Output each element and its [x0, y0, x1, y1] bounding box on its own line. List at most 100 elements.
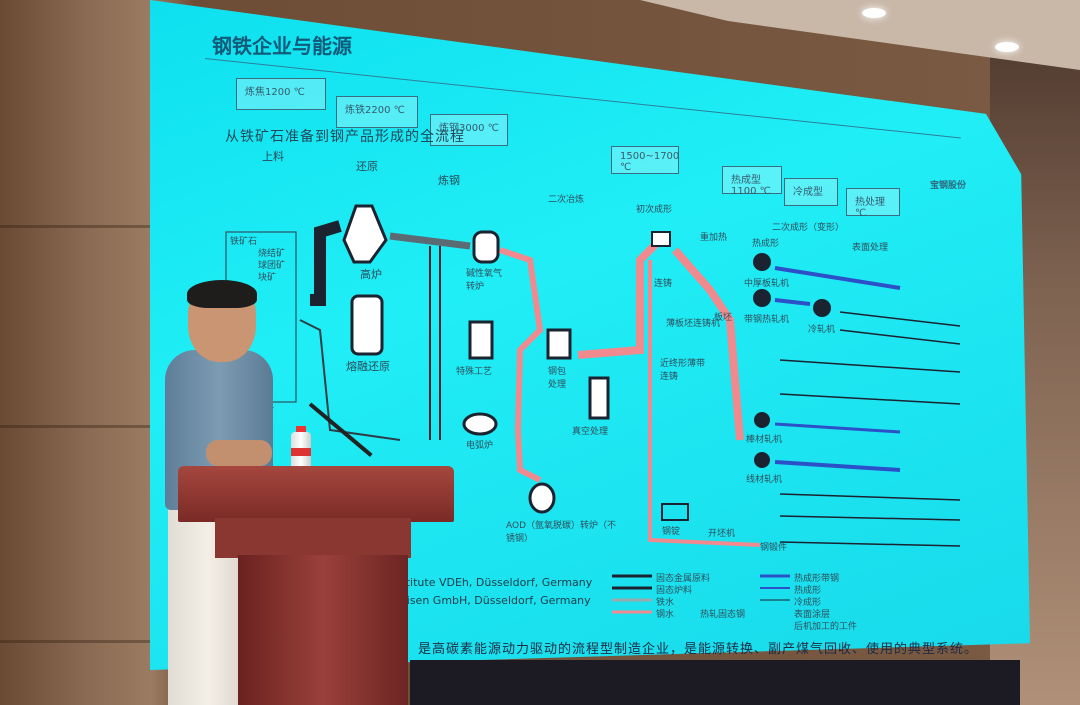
process-label: 高炉 [360, 268, 382, 281]
pink-flow [499, 247, 544, 483]
company-logo: 宝钢股份 [930, 181, 967, 191]
temp-box: 炼钢3000 ℃ [430, 114, 508, 146]
process-label: 真空处理 [572, 427, 609, 437]
dark-flow [310, 220, 342, 306]
temp-box: 炼铁2200 ℃ [336, 96, 418, 128]
stage-label: 二次成形（变形） [772, 223, 845, 233]
dark-flow [299, 319, 401, 441]
process-label: 线材轧机 [746, 475, 783, 485]
process-label: 特殊工艺 [456, 367, 493, 377]
slide-subtitle: 从铁矿石准备到钢产品形成的全流程 [225, 129, 465, 145]
bottle-cap [296, 426, 306, 434]
vacuum-vessel [588, 376, 610, 420]
process-label: 带钢热轧机 [744, 315, 790, 325]
legend-label: 铁水 [656, 598, 675, 608]
process-label: 开坯机 [708, 529, 736, 539]
ingot-mold [661, 503, 689, 521]
output-line [779, 493, 961, 501]
blue-flow [774, 422, 901, 434]
legend-label: 固态金属原料 [656, 574, 711, 584]
dark-flow [389, 232, 471, 250]
process-label: 碱性氧气转炉 [466, 269, 503, 292]
input-label: 块矿 [258, 273, 277, 283]
stage-floor [410, 660, 1020, 705]
temp-box: 炼焦1200 ℃ [236, 78, 326, 110]
ceiling-light [862, 8, 886, 18]
blast-furnace [342, 204, 388, 264]
blue-flow [774, 460, 901, 472]
process-label: AOD（氩氧脱碳）转炉（不锈钢） [506, 521, 617, 544]
legend-label: 固态炉料 [656, 586, 693, 596]
process-label: 中厚板轧机 [744, 279, 790, 289]
bof-converter [472, 230, 500, 264]
electric-arc-furnace [462, 412, 498, 436]
pink-flow [671, 247, 744, 441]
stage-label: 热成形 [752, 239, 780, 249]
legend-label: 热成形 [794, 586, 822, 596]
output-line [779, 541, 961, 547]
process-label: 连铸 [654, 279, 673, 289]
legend-label: 热轧固态钢 [700, 610, 746, 620]
legend-label: 后机加工的工件 [794, 622, 858, 632]
smelting-reduction [350, 294, 384, 356]
stage-label: 初次成形 [636, 205, 673, 215]
blue-flow [774, 266, 901, 290]
temp-box: 热处理 ℃ [846, 188, 900, 219]
stage-label: 还原 [356, 160, 378, 173]
plate-mill [753, 253, 771, 271]
process-label: 冷轧机 [808, 325, 836, 335]
podium-top [178, 466, 454, 522]
podium-body [238, 555, 408, 705]
input-label: 铁矿石 [230, 237, 258, 247]
slide-title: 钢铁企业与能源 [212, 34, 352, 58]
special-process [468, 320, 494, 360]
wire-mill [754, 452, 770, 468]
cold-mill [813, 299, 831, 317]
process-label: 钢锻件 [760, 543, 788, 553]
output-line [779, 515, 961, 521]
source-credit: stitute VDEh, Düsseldorf, Germany [400, 576, 593, 589]
slide-footer-text: 是高碳素能源动力驱动的流程型制造企业，是能源转换、副产煤气回收、使用的典型系统。 [418, 642, 979, 657]
output-line [839, 311, 961, 327]
process-label: 薄板坯连铸机 [666, 319, 721, 329]
blue-flow [774, 298, 811, 306]
bar-mill [754, 412, 770, 428]
process-label: 钢包处理 [548, 367, 567, 390]
process-label: 电弧炉 [466, 441, 494, 451]
wall-panel-seam [0, 425, 150, 428]
process-label: 钢锭 [662, 527, 681, 537]
process-label: 板坯 [714, 313, 733, 323]
output-line [779, 393, 961, 405]
process-label: 熔融还原 [346, 360, 390, 373]
stage-label: 表面处理 [852, 243, 889, 253]
legend-label: 钢水 [656, 610, 675, 620]
process-label: 近终形薄带连铸 [660, 359, 706, 382]
input-label: 烧结矿 [258, 249, 286, 259]
legend-label: 热成形带钢 [794, 574, 840, 584]
stage-label: 上料 [262, 150, 284, 163]
wall-panel-seam [0, 225, 150, 228]
ladle [546, 328, 572, 360]
wall-panel-seam [0, 640, 150, 643]
source-credit: eisen GmbH, Düsseldorf, Germany [400, 594, 591, 607]
temp-box: 热成型1100 ℃ [722, 166, 782, 197]
output-line [839, 329, 961, 345]
podium-lip [215, 518, 411, 558]
hot-strip-mill [753, 289, 771, 307]
stage-label: 二次冶炼 [548, 195, 585, 205]
presenter-hair [187, 280, 257, 308]
pink-flow [577, 237, 663, 359]
output-line [779, 359, 961, 373]
presenter-arm [206, 440, 272, 466]
ceiling-light [995, 42, 1019, 52]
bottle-label [291, 448, 311, 456]
pink-flow [648, 260, 761, 547]
input-label: 球团矿 [258, 261, 286, 271]
process-label: 棒材轧机 [746, 435, 783, 445]
stage-label: 炼钢 [438, 174, 460, 187]
aod-converter [528, 482, 556, 514]
legend-label: 表面涂层 [794, 610, 831, 620]
legend-label: 冷成形 [794, 598, 822, 608]
stage-label: 重加热 [700, 233, 728, 243]
